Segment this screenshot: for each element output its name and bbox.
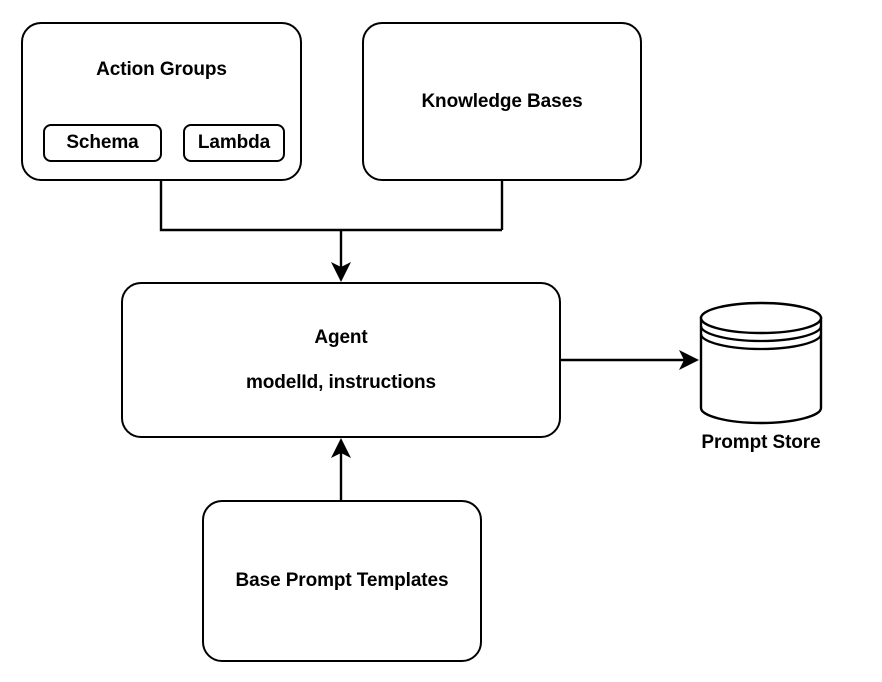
node-base-prompt-templates[interactable]: Base Prompt Templates bbox=[202, 500, 482, 662]
action-groups-label: Action Groups bbox=[96, 59, 227, 80]
arrowhead-down-to-agent bbox=[331, 262, 351, 282]
cylinder-icon bbox=[699, 301, 823, 425]
node-schema[interactable]: Schema bbox=[43, 124, 162, 162]
node-prompt-store[interactable] bbox=[698, 300, 824, 426]
node-lambda[interactable]: Lambda bbox=[183, 124, 285, 162]
arrowhead-right-to-prompt-store bbox=[679, 350, 699, 370]
agent-sublabel: modelId, instructions bbox=[245, 371, 437, 393]
knowledge-bases-label: Knowledge Bases bbox=[421, 90, 583, 112]
edge-action-groups-to-bus bbox=[159, 181, 502, 232]
prompt-store-label: Prompt Store bbox=[701, 432, 821, 453]
base-prompt-templates-label: Base Prompt Templates bbox=[235, 570, 449, 592]
node-knowledge-bases[interactable]: Knowledge Bases bbox=[362, 22, 642, 181]
node-agent[interactable]: Agent modelId, instructions bbox=[121, 282, 561, 438]
agent-label: Agent bbox=[314, 326, 368, 348]
action-groups-children: Schema Lambda bbox=[23, 124, 304, 162]
node-action-groups[interactable]: Action Groups Schema Lambda bbox=[21, 22, 302, 181]
arrowhead-up-to-agent bbox=[331, 438, 351, 458]
